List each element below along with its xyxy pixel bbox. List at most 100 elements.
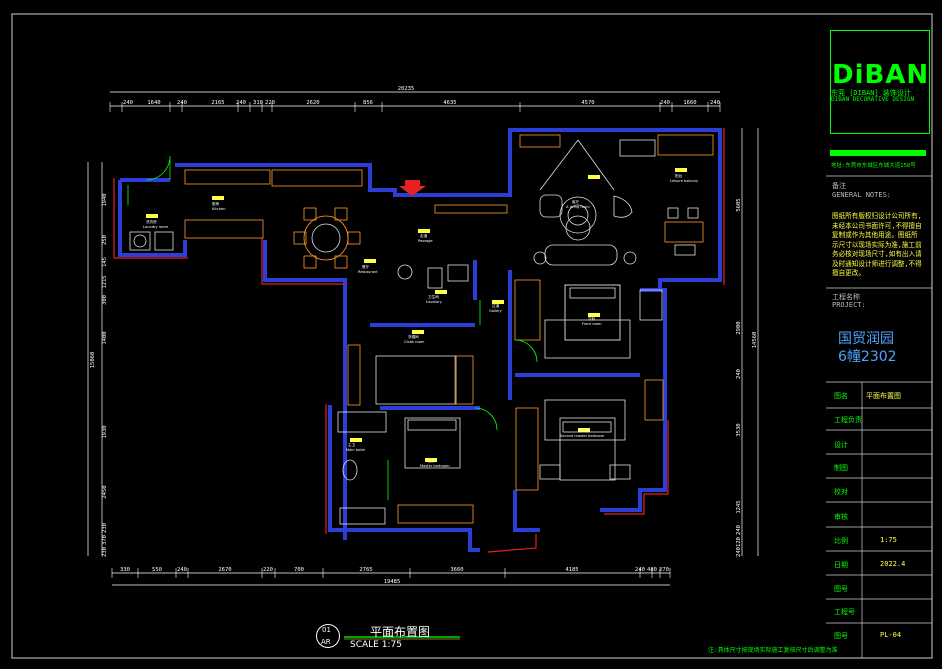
doors xyxy=(127,155,538,500)
room-label-passage-en: Passage xyxy=(418,239,433,243)
dim-bottom: 240 xyxy=(635,567,645,573)
dim-bottom: 700 xyxy=(294,567,304,573)
row-value-date: 2022.4 xyxy=(880,560,906,568)
dim-top: 240 xyxy=(236,100,246,106)
room-label-main-toilet-cn: 主卫 xyxy=(348,442,356,447)
dim-overall-left: 15060 xyxy=(90,352,96,369)
dim-top: 2165 xyxy=(211,100,224,106)
dim-right: 240 xyxy=(736,525,742,535)
dim-left: 230 xyxy=(102,547,108,557)
row-label-sheet: 图号 xyxy=(834,585,848,593)
room-label-kitchen-en: Kitchen xyxy=(212,207,226,211)
row-label-drafting: 制图 xyxy=(834,464,848,472)
dim-left: 1930 xyxy=(102,425,108,438)
room-label-balcony-en: Leisure balcony xyxy=(670,179,699,183)
dim-top: 240 xyxy=(660,100,670,106)
dim-bottom: 2670 xyxy=(218,567,231,573)
room-label-master-bed-en: Master bedroom xyxy=(420,464,450,468)
drawing-frame xyxy=(11,13,933,659)
company-name-cn: 东莞 [DIBAN] 装饰设计 xyxy=(831,89,911,97)
room-label-lavatory-en: Lavatory xyxy=(426,300,443,304)
room-label-laundry-en: Laundry room xyxy=(143,225,169,229)
dim-bottom: 480 xyxy=(647,567,657,573)
row-label-job-no: 工程号 xyxy=(834,608,855,616)
dim-left: 370 xyxy=(102,535,108,545)
dim-right: 3530 xyxy=(736,423,742,436)
room-label-laundry-cn: 洗衣房 xyxy=(146,219,157,224)
room-tags xyxy=(146,168,687,462)
dim-bottom: 220 xyxy=(263,567,273,573)
drawing-scale: SCALE 1:75 xyxy=(350,640,402,650)
dim-right: 5605 xyxy=(736,198,742,211)
dim-top: 240 xyxy=(710,100,720,106)
dim-left: 230 xyxy=(102,523,108,533)
dim-bottom: 550 xyxy=(152,567,162,573)
company-name-en: DIBAN DECORATIVE DESIGN xyxy=(831,96,915,103)
dim-overall-top: 20235 xyxy=(398,86,415,92)
dim-right: 240 xyxy=(736,547,742,557)
room-label-cloak-en: Cloak room xyxy=(404,340,425,344)
row-label-review: 审核 xyxy=(834,513,848,521)
room-label-master-bed-cn: 主卧 xyxy=(428,458,436,463)
company-logo: DiBAN xyxy=(832,60,930,90)
dim-top: 1660 xyxy=(683,100,696,106)
dim-top: 856 xyxy=(363,100,373,106)
room-label-main-toilet-en: Main toilet xyxy=(346,448,366,452)
dim-top: 240 xyxy=(177,100,187,106)
dim-bottom: 3660 xyxy=(450,567,463,573)
notes-label: 备注 xyxy=(832,182,846,190)
room-label-restaurant-en: Restaurant xyxy=(358,270,378,274)
dim-right: 2900 xyxy=(736,321,742,334)
dim-top: 4570 xyxy=(581,100,594,106)
room-label-second-master-en: Second master bedroom xyxy=(560,434,605,438)
drawing-title: 平面布置图 xyxy=(370,625,431,639)
dim-top: 220 xyxy=(265,100,275,106)
general-notes-text: 图纸所有版权归设计公司所有,未经本公司书面许可,不得擅自复制或作为其他用途。图纸… xyxy=(832,212,922,277)
dim-left: 1215 xyxy=(102,275,108,288)
detail-bubble xyxy=(316,624,340,648)
detail-sheet: AR xyxy=(321,638,331,646)
room-label-lavatory-cn: 卫生间 xyxy=(428,294,439,299)
walls xyxy=(118,128,722,552)
row-value-drawing-name: 平面布置图 xyxy=(866,392,901,400)
room-label-front-room-cn: 次卧 xyxy=(588,316,596,321)
room-label-front-room-en: Front room xyxy=(582,322,602,326)
room-labels: 厨房 Kitchen 洗衣房 Laundry room 餐厅 Restauran… xyxy=(143,173,699,468)
dim-overall-right: 14560 xyxy=(752,332,758,349)
dim-right: 120 xyxy=(736,537,742,547)
notes-label-en: GENERAL NOTES: xyxy=(832,191,892,199)
room-label-balcony-cn: 阳台 xyxy=(675,173,683,178)
dimension-ticks xyxy=(109,102,721,578)
row-value-scale: 1:75 xyxy=(880,536,897,544)
row-value-drawing-no: PL-04 xyxy=(880,631,902,639)
dim-left: 250 xyxy=(102,235,108,245)
outer-red-lines xyxy=(113,128,725,553)
footnote: 注:具体尺寸按现场实际施工复核尺寸后调整为准 xyxy=(708,647,838,654)
dim-bottom: 2765 xyxy=(359,567,372,573)
dim-left: 145 xyxy=(102,257,108,267)
room-label-living-en: A living room xyxy=(566,205,590,209)
row-label-engineer: 工程负责 xyxy=(834,416,862,424)
dim-left: 1400 xyxy=(102,331,108,344)
row-label-check: 校对 xyxy=(834,488,848,496)
room-label-gallery-en: Gallery xyxy=(489,309,503,313)
row-label-drawing-name: 图名 xyxy=(834,392,848,400)
dim-top: 310 xyxy=(253,100,263,106)
project-label: 工程名称 xyxy=(832,293,860,301)
dim-left: 1940 xyxy=(102,193,108,206)
furniture xyxy=(129,134,714,525)
title-block-grid xyxy=(826,175,932,658)
dim-left: 300 xyxy=(102,295,108,305)
row-label-drawing-no: 图号 xyxy=(834,632,848,640)
room-label-living-cn: 客厅 xyxy=(572,199,580,204)
dim-top: 4635 xyxy=(443,100,456,106)
project-unit: 6幢2302 xyxy=(838,349,897,365)
detail-number: 01 xyxy=(322,626,331,634)
room-label-passage-cn: 走道 xyxy=(420,233,428,238)
dim-left: 2450 xyxy=(102,485,108,498)
dim-bottom: 270 xyxy=(659,567,669,573)
green-bar xyxy=(830,150,926,156)
dim-top: 240 xyxy=(123,100,133,106)
dim-bottom: 4185 xyxy=(565,567,578,573)
